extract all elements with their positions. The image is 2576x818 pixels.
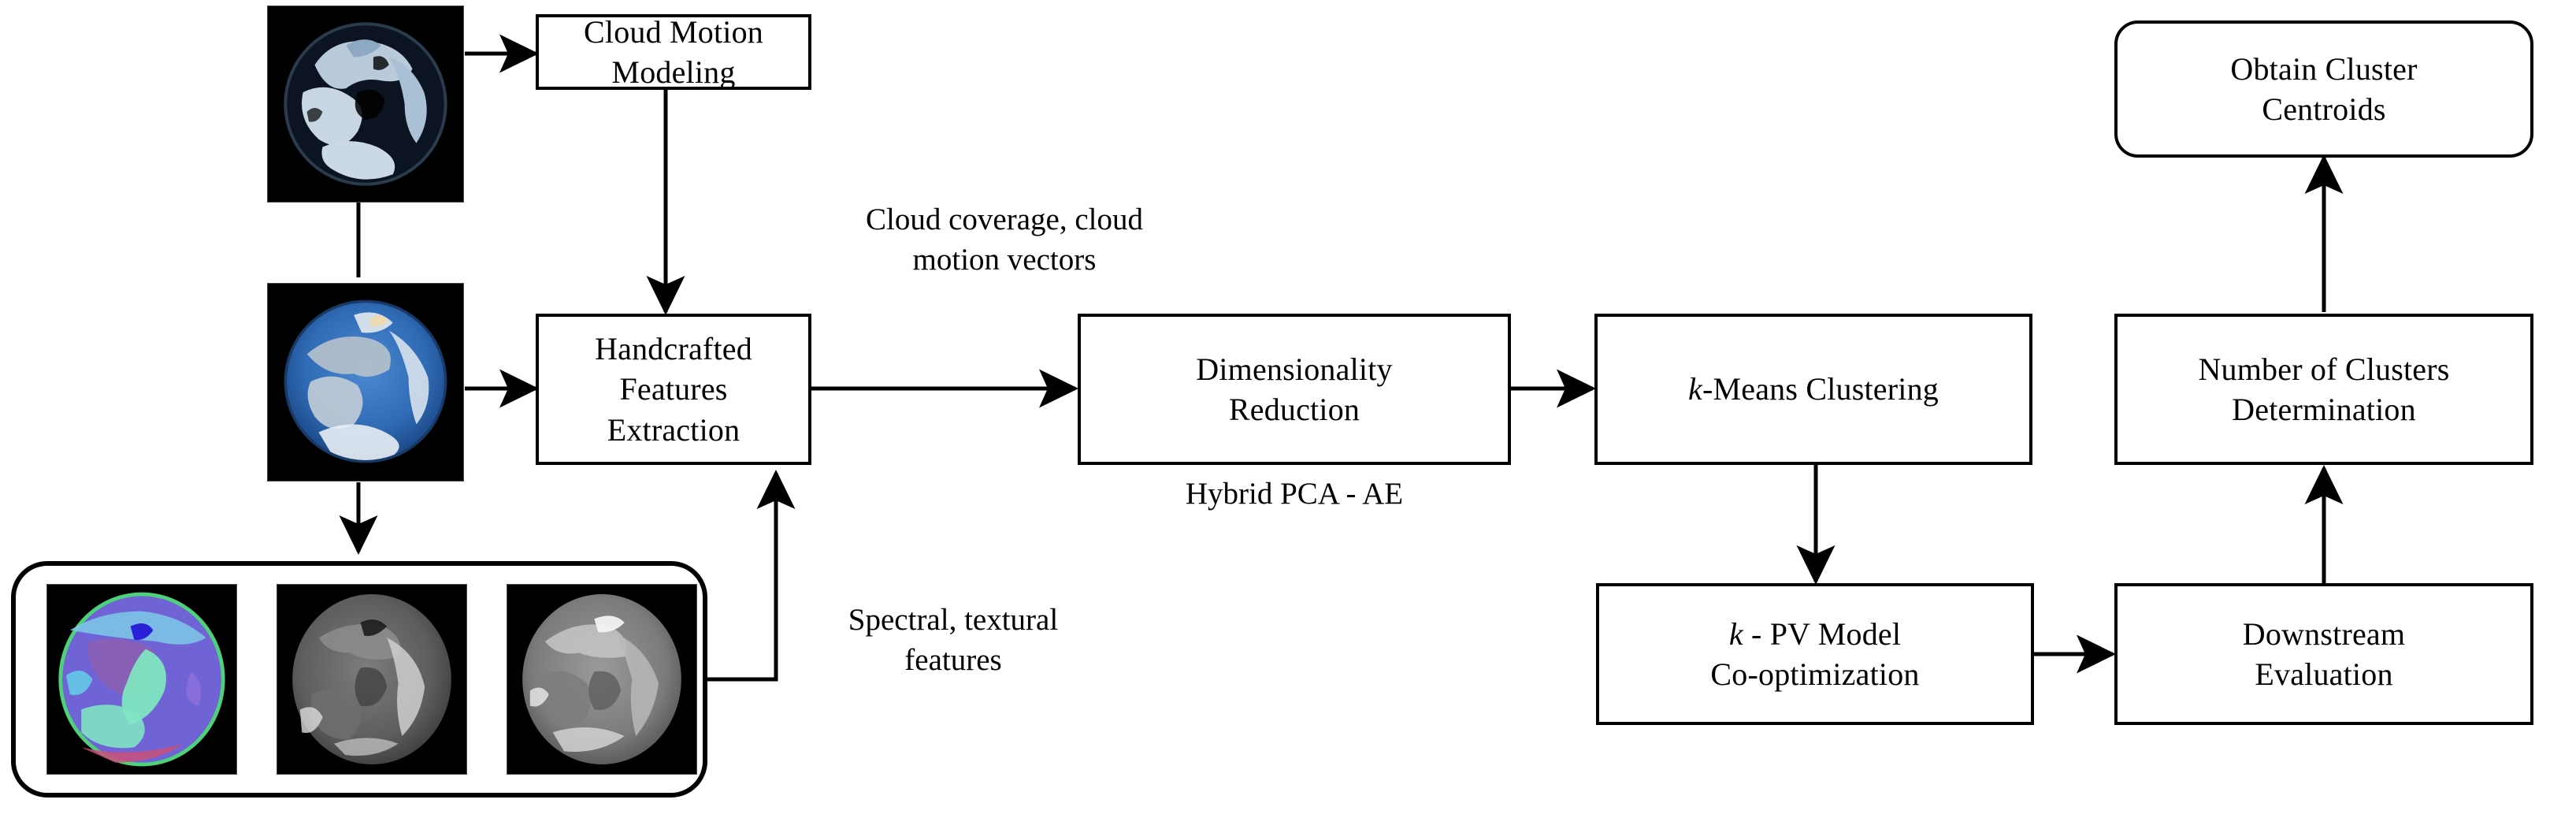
node-label-downstream-evaluation: Downstream Evaluation xyxy=(2242,615,2406,692)
node-k-pv-model-co-optimization[interactable]: k - PV Model Co-optimization xyxy=(1596,583,2034,725)
node-number-of-clusters-determination[interactable]: Number of Clusters Determination xyxy=(2114,314,2533,465)
false-color-graphic xyxy=(47,585,236,774)
edge-label-hybrid-pca-ae: Hybrid PCA - AE xyxy=(1185,477,1404,511)
node-label-dimensionality-reduction: Dimensionality Reduction xyxy=(1196,351,1393,427)
edge-bands-to-handcrafted xyxy=(707,469,796,682)
infrared-band-graphic xyxy=(277,585,466,774)
k-means-rest: -Means Clustering xyxy=(1702,371,1939,407)
grayscale-band-graphic xyxy=(507,585,696,774)
edge-label-cloud-coverage: Cloud coverage, cloud motion vectors xyxy=(866,203,1143,277)
node-cloud-motion-modeling[interactable]: Cloud Motion Modeling xyxy=(536,14,811,90)
node-label-cloud-motion-modeling: Cloud Motion Modeling xyxy=(584,13,763,90)
rgb-satellite-image xyxy=(268,284,463,481)
cloud-mask-satellite-image xyxy=(268,6,463,202)
infrared-band-satellite-image xyxy=(277,585,466,774)
cloud-mask-graphic xyxy=(268,6,463,202)
grayscale-band-satellite-image xyxy=(507,585,696,774)
k-pv-rest: - PV Model Co-optimization xyxy=(1710,615,1920,692)
node-label-k-means-clustering: k-Means Clustering xyxy=(1688,369,1939,409)
k-italic-symbol-pv: k xyxy=(1728,615,1743,652)
node-dimensionality-reduction[interactable]: Dimensionality Reduction xyxy=(1078,314,1511,465)
node-label-handcrafted-features-extraction: Handcrafted Features Extraction xyxy=(595,331,752,448)
node-k-means-clustering[interactable]: k-Means Clustering xyxy=(1594,314,2032,465)
node-obtain-cluster-centroids[interactable]: Obtain Cluster Centroids xyxy=(2114,20,2533,158)
rgb-earth-graphic xyxy=(268,284,463,479)
k-italic-symbol: k xyxy=(1688,371,1702,407)
node-label-number-of-clusters-determination: Number of Clusters Determination xyxy=(2198,351,2450,427)
false-color-satellite-image xyxy=(47,585,236,774)
edge-label-spectral-textural: Spectral, textural features xyxy=(848,603,1059,677)
node-label-obtain-cluster-centroids: Obtain Cluster Centroids xyxy=(2230,50,2418,127)
node-handcrafted-features-extraction[interactable]: Handcrafted Features Extraction xyxy=(536,314,811,465)
node-label-k-pv-model-co-optimization: k - PV Model Co-optimization xyxy=(1710,614,1919,694)
node-downstream-evaluation[interactable]: Downstream Evaluation xyxy=(2114,583,2533,725)
